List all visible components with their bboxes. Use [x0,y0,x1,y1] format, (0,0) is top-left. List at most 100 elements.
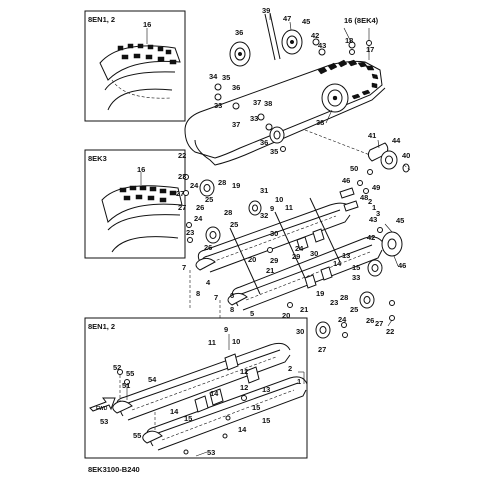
callout-24a: 24 [190,181,199,190]
leader-lines [195,14,399,457]
callout-42b: 42 [367,233,375,242]
callout-52: 52 [113,363,121,372]
callout-33c: 33 [352,273,360,282]
callout-19b: 19 [316,289,324,298]
callout-7a: 7 [182,263,186,272]
callout-37b: 37 [232,120,240,129]
callout-35b: 35 [270,147,278,156]
footer-code: 8EK3100-B240 [88,465,140,474]
callout-42a: 42 [311,31,319,40]
wheel-44 [380,150,398,170]
callout-14b: 14 [210,389,219,398]
callout-8b: 8 [230,305,234,314]
callout-7b: 7 [214,293,218,302]
callout-24d: 24 [338,315,347,324]
callout-47: 47 [283,14,291,23]
callout-26b: 26 [204,243,212,252]
callout-27b: 27 [178,203,186,212]
callout-24c: 24 [295,244,304,253]
callout-49: 49 [372,183,380,192]
callout-35a: 35 [222,73,230,82]
callout-43a: 43 [318,41,326,50]
callout-6: 6 [230,291,234,300]
callout-29a: 29 [270,256,278,265]
callout-41: 41 [368,131,376,140]
belt-lugs [317,59,379,100]
inset-label-mid: 8EK3 [88,154,107,163]
callout-55a: 55 [126,369,134,378]
callout-2b: 2 [288,364,292,373]
callout-11a: 11 [285,203,293,212]
idler-wheel-f [315,321,331,339]
inset-label-top: 8EN1, 2 [88,15,115,24]
callout-36a: 36 [235,28,243,37]
callout-27c: 27 [375,319,383,328]
callout-1a: 1 [372,203,376,212]
rear-axle-group [214,12,372,152]
callout-10a: 10 [275,195,283,204]
callout-28b: 28 [224,208,232,217]
callout-46: 46 [342,176,350,185]
callout-15c: 15 [184,414,192,423]
callout-30a: 30 [270,229,278,238]
callout-24b: 24 [194,214,203,223]
callout-39: 39 [262,6,270,15]
callout-36b: 36 [232,83,240,92]
callout-30b: 30 [310,249,318,258]
callout-16b: 16 [137,165,145,174]
callout-45a: 45 [302,17,310,26]
callout-22b: 22 [386,327,394,336]
callout-55b: 55 [133,431,141,440]
callout-2a: 2 [368,197,372,206]
track-assembly [184,59,386,166]
callout-25b: 25 [230,220,238,229]
callout-18: 18 [345,36,353,45]
track-lugs-mid [119,185,177,203]
callout-40: 40 [402,151,410,160]
callout-43b: 43 [369,215,377,224]
idler-wheel-b [205,226,221,244]
callout-34: 34 [209,72,218,81]
callout-23c: 23 [330,298,338,307]
callout-1b: 1 [297,377,301,386]
callout-50: 50 [350,164,358,173]
idler-wheel-e [359,291,375,309]
callout-25c: 25 [350,305,358,314]
callout-36c: 36 [260,138,268,147]
idler-wheel-a [199,179,215,197]
callout-48: 48 [360,193,368,202]
callout-numbers: 39 47 45 42 43 18 17 16 (8EK4) 36 34 35 … [100,6,410,457]
callout-26a: 26 [196,203,204,212]
callout-32a: 32 [260,211,268,220]
callout-13a: 13 [342,251,350,260]
callout-31a: 31 [260,186,268,195]
callout-23a: 23 [178,172,186,181]
variant-note: 16 (8EK4) [344,16,379,25]
callout-4: 4 [206,278,211,287]
callout-38a: 38 [264,99,272,108]
callout-21a: 21 [266,266,274,275]
callout-27d: 27 [318,345,326,354]
callout-51: 51 [122,381,130,390]
idler-wheel-d [367,259,383,277]
slide-rail-assembly [183,169,403,339]
callout-23b: 23 [186,228,194,237]
callout-14a: 14 [333,259,342,268]
callout-17: 17 [366,45,374,54]
callout-53b: 53 [207,448,215,457]
callout-15a: 15 [352,263,360,272]
callout-11b: 11 [208,338,216,347]
callout-14c: 14 [170,407,179,416]
callout-28a: 28 [218,178,226,187]
callout-9b: 9 [224,325,228,334]
callout-38b: 38 [316,118,324,127]
callout-25a: 25 [205,195,213,204]
callout-29b: 29 [292,252,300,261]
inset-8ek3: 8EK3 16 [84,149,186,259]
callout-8a: 8 [196,289,200,298]
callout-16a: 16 [143,20,151,29]
callout-33a: 33 [214,101,222,110]
callout-12b: 12 [240,383,248,392]
callout-22a: 22 [178,151,186,160]
inset-8en12-top: 8EN1, 2 16 [84,10,186,122]
